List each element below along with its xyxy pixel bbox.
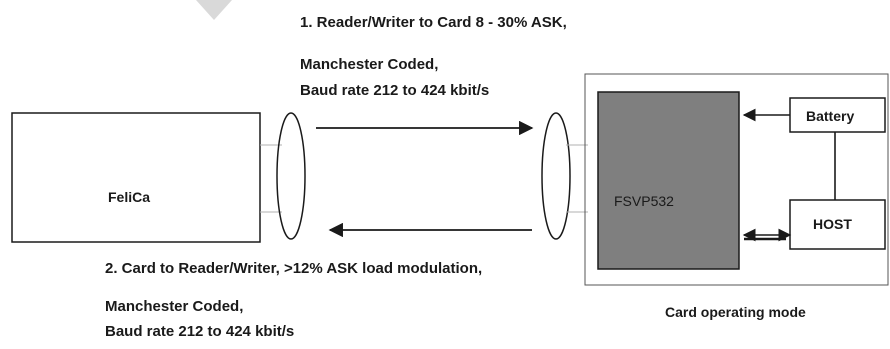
return-link-line3: Baud rate 212 to 424 kbit/s [105,323,295,340]
battery-box [789,97,886,133]
reader-box [11,112,261,243]
card-mode-frame [584,73,889,286]
host-box [789,199,886,250]
card-antenna-coil [541,112,588,240]
battery-label: Battery [806,108,855,124]
return-link-line2: Manchester Coded, [105,298,244,315]
forward-link-line1: 1. Reader/Writer to Card 8 - 30% ASK, [300,14,567,31]
return-link-line1: 2. Card to Reader/Writer, >12% ASK load … [105,260,483,277]
decorative-triangle [196,0,232,20]
forward-link-line3: Baud rate 212 to 424 kbit/s [300,82,490,99]
chip-box [597,91,740,270]
forward-link-line2: Manchester Coded, [300,56,439,73]
reader-antenna-coil [260,112,306,240]
card-mode-caption: Card operating mode [665,304,806,320]
reader-label: FeliCa [108,189,151,205]
chip-label: FSVP532 [614,193,674,209]
host-label: HOST [813,216,852,232]
